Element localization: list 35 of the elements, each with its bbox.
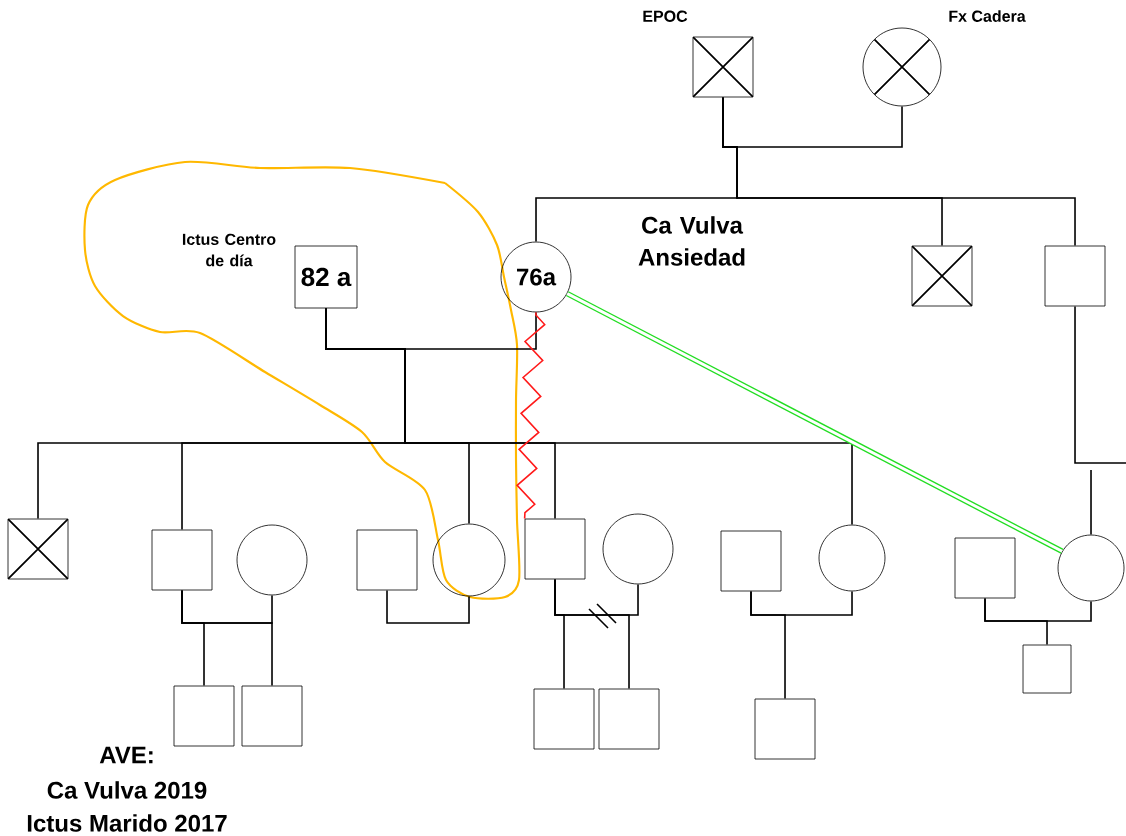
crossed-square-symbol: [7, 518, 69, 580]
descent-line: [554, 578, 630, 690]
annotation-text: AVE:: [99, 746, 153, 764]
square-symbol: [533, 688, 595, 750]
descent-line: [722, 96, 1076, 247]
square-symbol: [754, 698, 816, 760]
square-symbol: [720, 530, 782, 592]
circle-symbol: [818, 524, 886, 592]
square-symbol: [524, 518, 586, 580]
couple-line: [386, 589, 470, 624]
descent-line: [984, 597, 1048, 646]
circle-symbol: [602, 513, 674, 585]
couple-line: [1074, 305, 1126, 464]
annotation-text: Ca Vulva 2019: [47, 781, 207, 799]
square-symbol: [241, 685, 303, 747]
annotation-text: Ictus Centro de día: [182, 233, 276, 267]
square-symbol: [1022, 644, 1072, 694]
annotation-text: Ictus Marido 2017: [27, 814, 227, 832]
square-symbol: [598, 688, 660, 750]
square-symbol: [1044, 245, 1106, 307]
circle-symbol: [1057, 534, 1125, 602]
descent-line: [750, 590, 786, 700]
descent-line: [325, 307, 853, 526]
descent-line: [181, 589, 273, 687]
zigzag-line: [515, 311, 546, 520]
circle-symbol: [432, 523, 506, 597]
square-symbol: [954, 537, 1016, 599]
square-symbol: [151, 529, 213, 591]
crossed-square-symbol: [911, 245, 973, 307]
descent-line: [1090, 469, 1092, 536]
double-line: [565, 291, 1064, 554]
annotation-text: Ca Vulva Ansiedad: [638, 216, 745, 266]
square-symbol: [173, 685, 235, 747]
circle-symbol: [236, 524, 308, 596]
square-symbol: [356, 529, 418, 591]
